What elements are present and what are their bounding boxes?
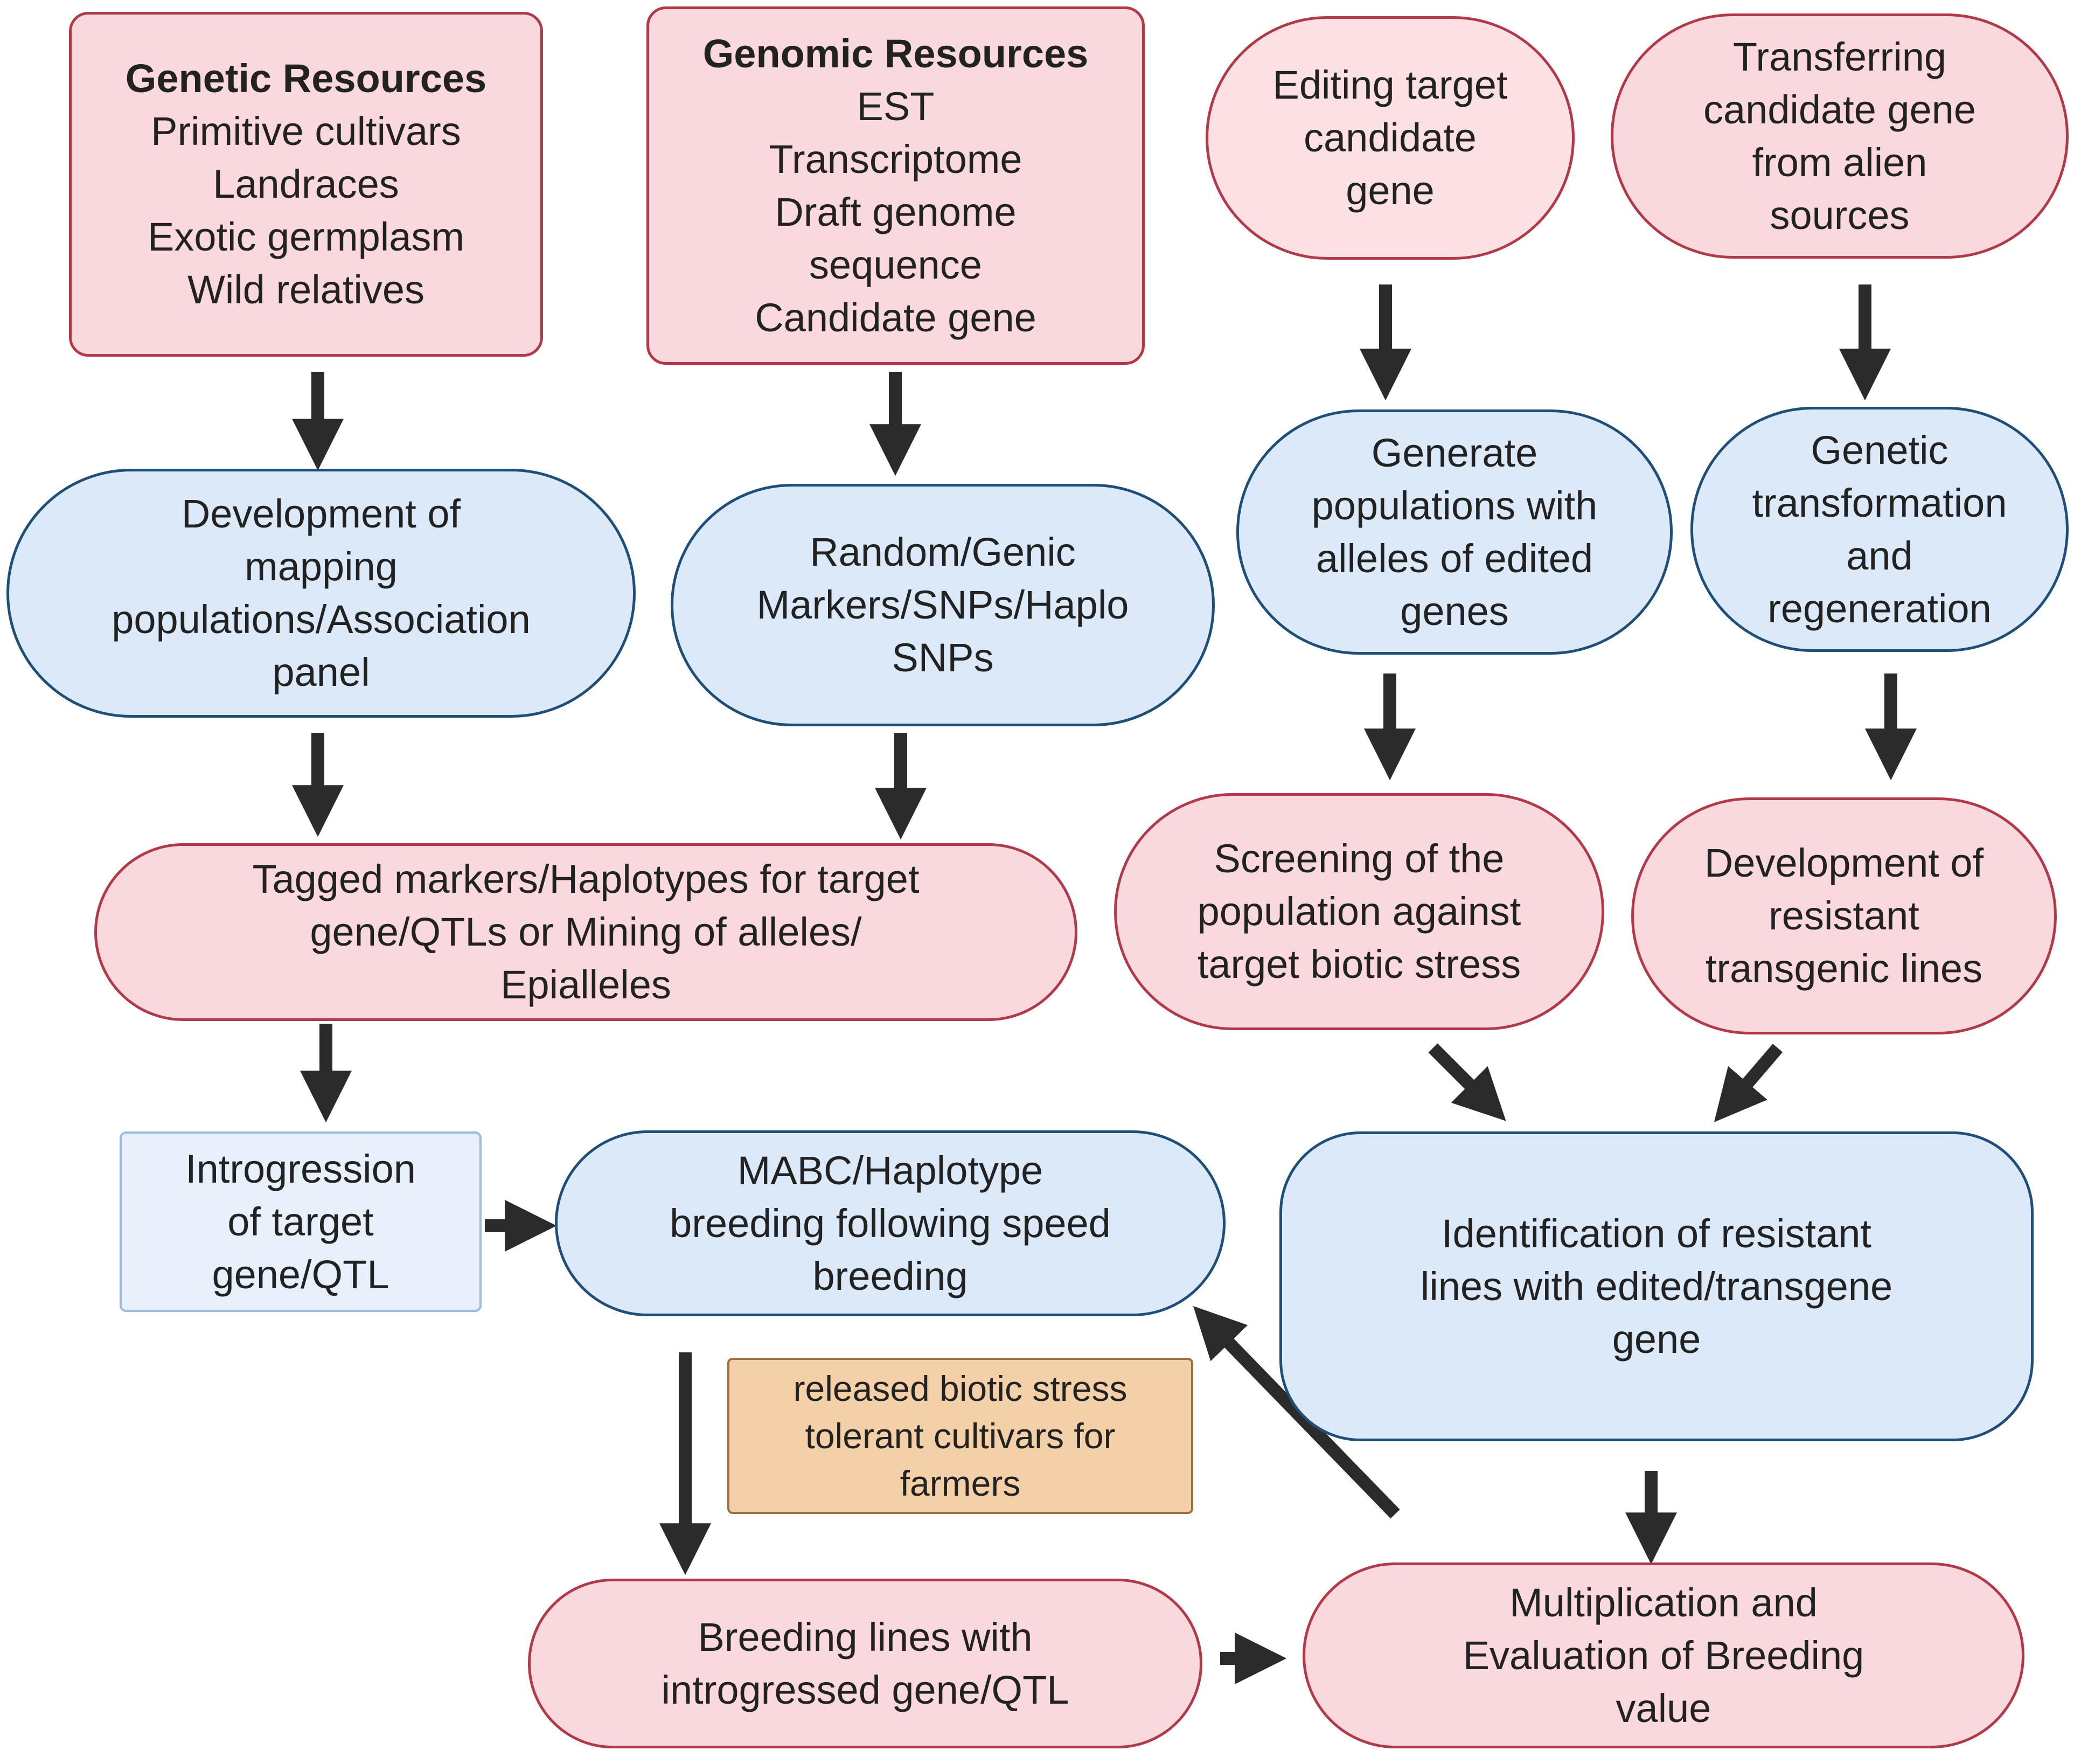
screening-node: Screening of the population against targ… bbox=[1114, 793, 1604, 1030]
genomic-resources-line: Transcriptome bbox=[769, 136, 1022, 182]
breeding-lines-node: Breeding lines with introgressed gene/QT… bbox=[528, 1579, 1202, 1748]
genomic-resources-line: EST bbox=[857, 84, 935, 129]
transferring-line: Transferring bbox=[1732, 34, 1947, 79]
markers-node: Random/Genic Markers/SNPs/Haplo SNPs bbox=[671, 484, 1215, 726]
generate-populations-line: alleles of edited bbox=[1316, 536, 1593, 581]
screening-line: Screening of the bbox=[1214, 836, 1505, 881]
tagged-markers-line: Tagged markers/Haplotypes for target bbox=[252, 857, 920, 901]
transferring-line: from alien bbox=[1752, 140, 1927, 185]
resistant-transgenic-line: Development of bbox=[1704, 841, 1984, 885]
introgression-line: of target bbox=[227, 1199, 374, 1244]
editing-target-line: gene bbox=[1346, 168, 1435, 213]
arrow-resistant-to-identification bbox=[1714, 1044, 1783, 1122]
genetic-transformation-line: transformation bbox=[1752, 480, 2007, 525]
tagged-markers-node: Tagged markers/Haplotypes for target gen… bbox=[94, 843, 1077, 1021]
multiplication-line: value bbox=[1616, 1685, 1711, 1731]
screening-line: target biotic stress bbox=[1197, 942, 1521, 987]
markers-line: Markers/SNPs/Haplo bbox=[756, 582, 1129, 627]
genetic-transformation-line: and bbox=[1846, 533, 1913, 578]
markers-line: Random/Genic bbox=[810, 530, 1076, 574]
mapping-populations-line: mapping bbox=[245, 544, 398, 589]
introgression-box: Introgression of target gene/QTL bbox=[120, 1131, 482, 1312]
genetic-resources-line: Landraces bbox=[213, 162, 399, 206]
editing-target-node: Editing target candidate gene bbox=[1206, 16, 1575, 260]
genetic-resources-title: Genetic Resources bbox=[125, 56, 487, 101]
arrow-screening-to-identification bbox=[1428, 1043, 1506, 1121]
genetic-resources-line: Primitive cultivars bbox=[151, 109, 461, 154]
transferring-line: sources bbox=[1770, 192, 1910, 238]
identification-line: Identification of resistant bbox=[1442, 1211, 1871, 1256]
generate-populations-line: genes bbox=[1400, 588, 1509, 634]
breeding-lines-line: Breeding lines with bbox=[698, 1614, 1033, 1659]
introgression-line: gene/QTL bbox=[212, 1252, 389, 1297]
mabc-line: breeding bbox=[812, 1253, 968, 1298]
released-cultivars-line: released biotic stress bbox=[793, 1369, 1128, 1408]
resistant-transgenic-line: transgenic lines bbox=[1705, 946, 1983, 991]
released-cultivars-line: farmers bbox=[900, 1463, 1021, 1503]
resistant-transgenic-node: Development of resistant transgenic line… bbox=[1631, 797, 2057, 1034]
arrow-multiplication-to-mabc bbox=[1193, 1306, 1400, 1519]
released-cultivars-box: released biotic stress tolerant cultivar… bbox=[727, 1358, 1193, 1514]
mapping-populations-line: panel bbox=[272, 650, 370, 695]
genomic-resources-line: sequence bbox=[809, 242, 982, 287]
transferring-line: candidate gene bbox=[1703, 87, 1976, 132]
screening-line: population against bbox=[1197, 889, 1521, 934]
tagged-markers-line: gene/QTLs or Mining of alleles/ bbox=[310, 909, 862, 954]
resistant-transgenic-line: resistant bbox=[1769, 893, 1919, 938]
genomic-resources-line: Draft genome bbox=[775, 189, 1017, 234]
genetic-resources-line: Exotic germplasm bbox=[147, 214, 465, 259]
mabc-node: MABC/Haplotype breeding following speed … bbox=[555, 1130, 1226, 1316]
breeding-lines-line: introgressed gene/QTL bbox=[661, 1667, 1069, 1712]
genetic-resources-line: Wild relatives bbox=[187, 267, 424, 312]
editing-target-line: Editing target bbox=[1272, 62, 1508, 107]
identification-node: Identification of resistant lines with e… bbox=[1279, 1131, 2034, 1441]
identification-line: lines with edited/transgene bbox=[1420, 1263, 1893, 1309]
genetic-resources-box: Genetic Resources Primitive cultivars La… bbox=[69, 12, 543, 357]
mabc-line: MABC/Haplotype bbox=[737, 1148, 1043, 1193]
identification-line: gene bbox=[1612, 1316, 1701, 1362]
genetic-transformation-node: Genetic transformation and regeneration bbox=[1690, 407, 2069, 652]
generate-populations-line: Generate bbox=[1371, 430, 1538, 475]
genetic-transformation-line: Genetic bbox=[1811, 427, 1948, 473]
genomic-resources-title: Genomic Resources bbox=[702, 31, 1089, 76]
tagged-markers-line: Epialleles bbox=[500, 962, 671, 1007]
released-cultivars-line: tolerant cultivars for bbox=[805, 1416, 1116, 1456]
mabc-line: breeding following speed bbox=[670, 1200, 1111, 1246]
mapping-populations-node: Development of mapping populations/Assoc… bbox=[6, 469, 636, 718]
genomic-resources-line: Candidate gene bbox=[755, 295, 1036, 340]
transferring-node: Transferring candidate gene from alien s… bbox=[1611, 13, 2069, 259]
multiplication-line: Evaluation of Breeding bbox=[1463, 1633, 1864, 1678]
mapping-populations-line: populations/Association bbox=[112, 597, 531, 642]
genomic-resources-box: Genomic Resources EST Transcriptome Draf… bbox=[646, 6, 1145, 365]
editing-target-line: candidate bbox=[1304, 115, 1477, 160]
genetic-transformation-line: regeneration bbox=[1767, 586, 1992, 631]
mapping-populations-line: Development of bbox=[181, 491, 461, 536]
generate-populations-line: populations with bbox=[1311, 483, 1598, 528]
generate-populations-node: Generate populations with alleles of edi… bbox=[1236, 409, 1673, 655]
introgression-line: Introgression bbox=[185, 1146, 416, 1191]
markers-line: SNPs bbox=[892, 635, 994, 680]
multiplication-node: Multiplication and Evaluation of Breedin… bbox=[1303, 1562, 2024, 1748]
multiplication-line: Multiplication and bbox=[1509, 1580, 1818, 1625]
